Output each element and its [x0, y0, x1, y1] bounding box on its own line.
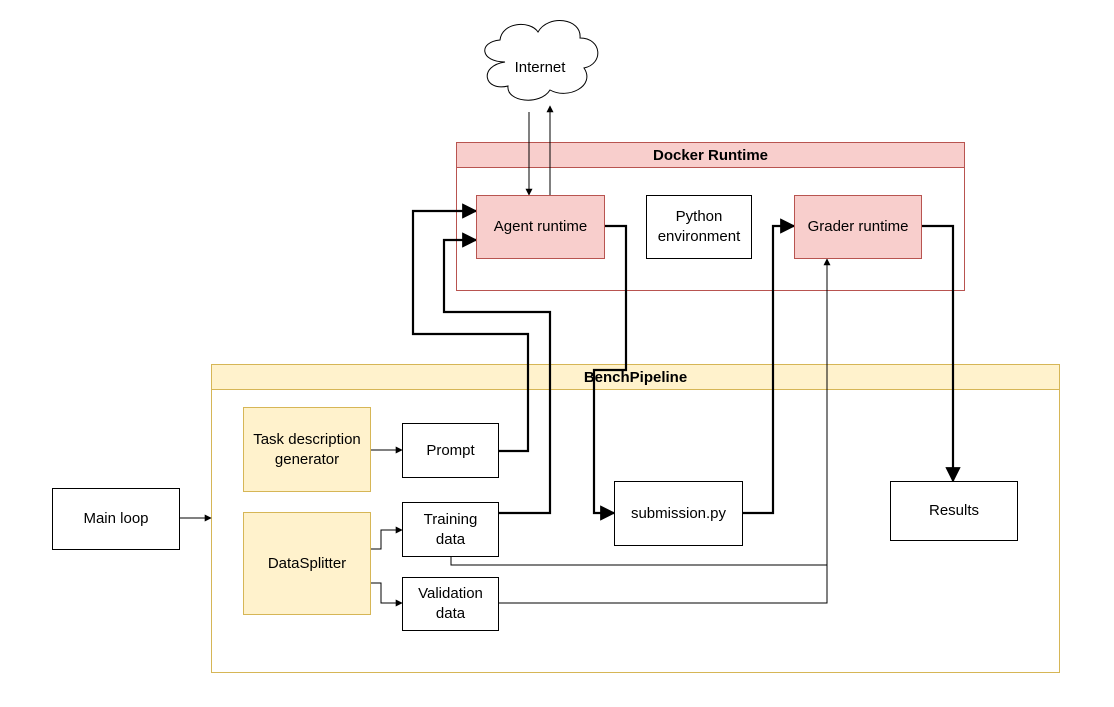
- docker-runtime-title: Docker Runtime: [457, 143, 964, 168]
- submission-py-node: submission.py: [614, 481, 743, 546]
- datasplitter-node: DataSplitter: [243, 512, 371, 615]
- edge-splitter-to-training: [371, 526, 403, 550]
- prompt-node: Prompt: [402, 423, 499, 478]
- docker-runtime-container: Docker Runtime: [456, 142, 965, 291]
- benchpipeline-container: BenchPipeline: [211, 364, 1060, 673]
- edge-training-to-agent: [442, 232, 552, 515]
- edge-submission-to-grader: [743, 218, 796, 515]
- grader-runtime-node: Grader runtime: [794, 195, 922, 259]
- edge-validation-to-grader: [499, 258, 831, 604]
- main-loop-node: Main loop: [52, 488, 180, 550]
- validation-data-node: Validation data: [402, 577, 499, 631]
- internet-label: Internet: [514, 58, 566, 76]
- training-data-node: Training data: [402, 502, 499, 557]
- task-description-generator-node: Task description generator: [243, 407, 371, 492]
- edge-agent-to-submission: [592, 224, 628, 521]
- results-node: Results: [890, 481, 1018, 541]
- edge-grader-to-results: [922, 224, 961, 483]
- edge-splitter-to-validation: [371, 582, 403, 607]
- agent-runtime-node: Agent runtime: [476, 195, 605, 259]
- edge-training-to-grader: [450, 557, 827, 566]
- python-environment-node: Python environment: [646, 195, 752, 259]
- benchpipeline-title: BenchPipeline: [212, 365, 1059, 390]
- edge-prompt-to-agent: [411, 203, 530, 453]
